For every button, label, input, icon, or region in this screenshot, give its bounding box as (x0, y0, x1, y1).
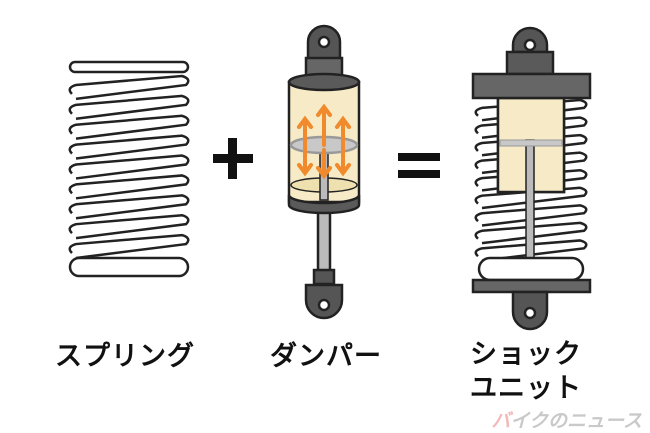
spring-illustration (68, 60, 190, 278)
label-spring: スプリング (55, 341, 195, 372)
label-shock-line2: ユニット (470, 373, 582, 404)
coil (474, 116, 588, 139)
coil (474, 221, 588, 245)
coil (68, 154, 190, 180)
coil (68, 233, 190, 260)
coil (474, 239, 588, 262)
coil (474, 98, 588, 122)
damper-illustration (287, 24, 361, 320)
coil (474, 168, 588, 192)
coil (68, 174, 190, 200)
shock-unit-illustration (471, 26, 592, 331)
coil (68, 134, 190, 160)
coil (68, 213, 190, 240)
label-shock-line1: ショック (470, 339, 582, 370)
label-damper: ダンパー (270, 341, 382, 372)
coil (474, 186, 588, 210)
coil (474, 204, 588, 227)
coil (474, 151, 588, 175)
plus-sign (213, 138, 253, 179)
watermark-logo: バイクのニュース (491, 410, 642, 432)
coil (68, 94, 190, 121)
coil (474, 133, 588, 157)
equals-sign (398, 153, 440, 178)
coil (68, 74, 190, 101)
coil (68, 194, 190, 220)
coil (68, 114, 190, 140)
